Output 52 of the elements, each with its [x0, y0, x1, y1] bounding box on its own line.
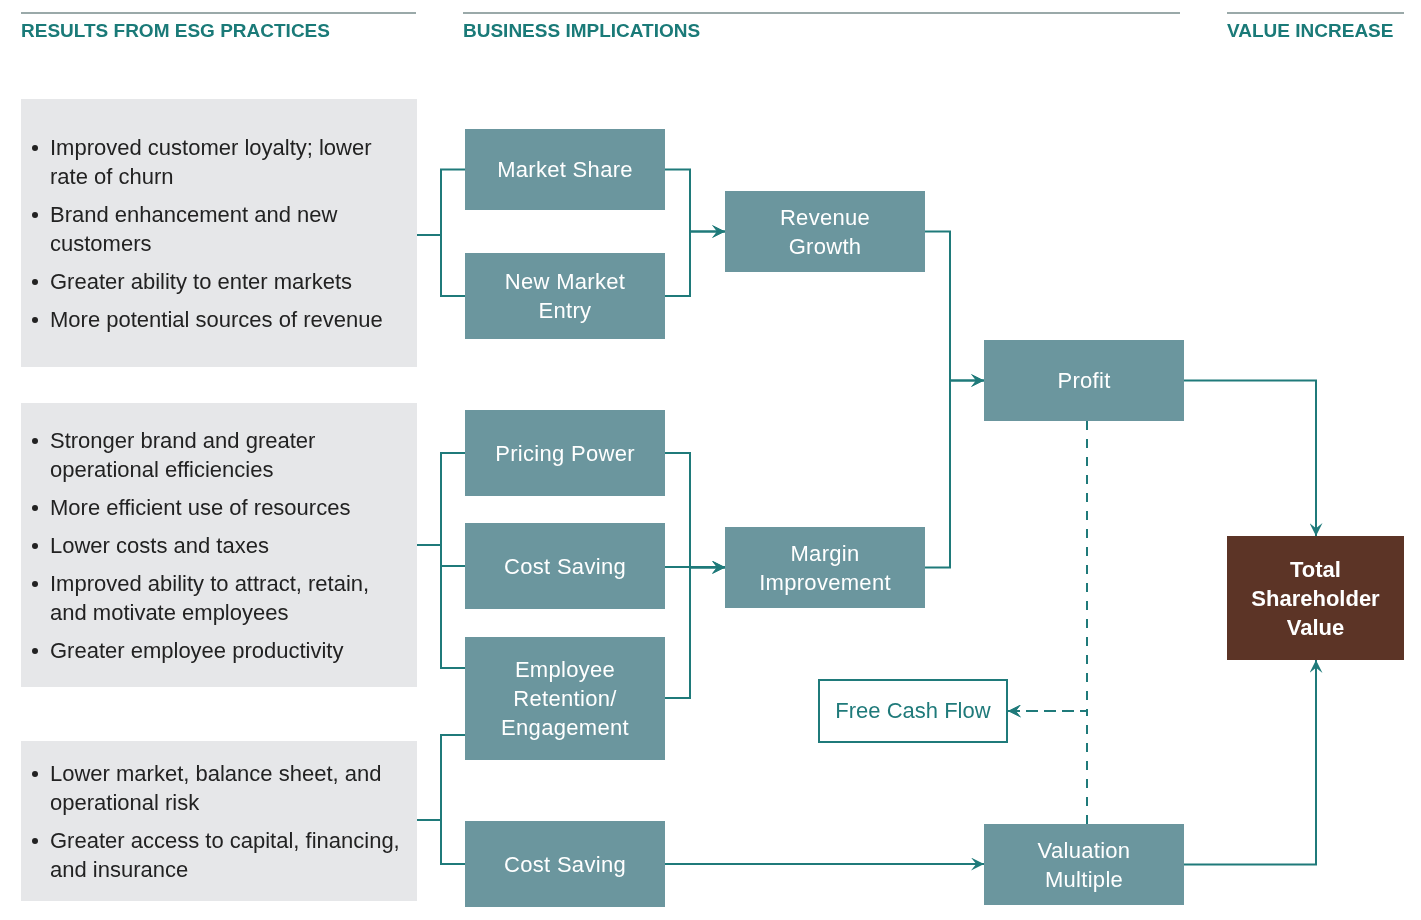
bullet-text: Greater access to capital, financing, and insurance	[50, 827, 400, 882]
box-label: Free Cash Flow	[835, 698, 991, 724]
box-label: Cost Saving	[504, 850, 626, 879]
bullet-text: Stronger brand and greater operational efficiencies	[50, 427, 316, 482]
box-label: Employee Retention/ Engagement	[500, 656, 630, 742]
process-box	[984, 340, 1184, 421]
bullet-text: More efficient use of resources	[50, 494, 351, 520]
bracket-line	[416, 819, 466, 865]
column-heading: RESULTS FROM ESG PRACTICES	[21, 12, 416, 42]
box-label: Profit	[1057, 367, 1111, 395]
bullet-text: Greater ability to enter markets	[50, 268, 352, 294]
process-box	[725, 527, 925, 608]
bullet-text: Lower market, balance sheet, and operational risk	[50, 760, 382, 815]
arrow	[664, 560, 726, 574]
arrow	[924, 374, 985, 569]
process-box	[984, 824, 1184, 905]
process-box	[465, 129, 665, 210]
arrow	[664, 225, 726, 297]
arrow	[664, 561, 726, 699]
box-label: Market Share	[497, 156, 633, 184]
arrow	[1183, 659, 1323, 866]
box-label: Pricing Power	[495, 439, 635, 468]
dashed-arrow	[1007, 704, 1088, 825]
box-label: Total Shareholder Value	[1250, 555, 1381, 642]
bracket-line	[416, 234, 466, 297]
bullet-text: Lower costs and taxes	[50, 532, 269, 558]
column-heading: BUSINESS IMPLICATIONS	[463, 12, 1180, 42]
bracket-line	[416, 544, 466, 669]
process-box	[465, 410, 665, 496]
process-box	[465, 253, 665, 339]
arrow	[664, 857, 985, 871]
text-panel	[21, 403, 417, 687]
bullet-text: More potential sources of revenue	[50, 306, 383, 332]
bullet-text: Greater employee productivity	[50, 637, 344, 663]
arrow	[1183, 379, 1323, 537]
bullet-text: Improved ability to attract, retain, and motivate employees	[50, 570, 370, 625]
text-panel	[21, 99, 417, 367]
box-label: Cost Saving	[504, 552, 626, 581]
process-box	[465, 821, 665, 907]
box-label: New Market Entry	[503, 268, 627, 325]
result-box	[1227, 536, 1404, 660]
text-panel	[21, 741, 417, 901]
box-label: Margin Improvement	[758, 539, 892, 597]
box-label: Valuation Multiple	[1036, 836, 1132, 894]
outcome-box	[818, 679, 1008, 743]
process-box	[725, 191, 925, 272]
box-label: Revenue Growth	[778, 203, 872, 261]
bullet-text: Brand enhancement and new customers	[50, 201, 338, 256]
column-heading: VALUE INCREASE	[1227, 12, 1404, 42]
process-box	[465, 637, 665, 760]
process-box	[465, 523, 665, 609]
bullet-text: Improved customer loyalty; lower rate of churn	[50, 134, 372, 189]
